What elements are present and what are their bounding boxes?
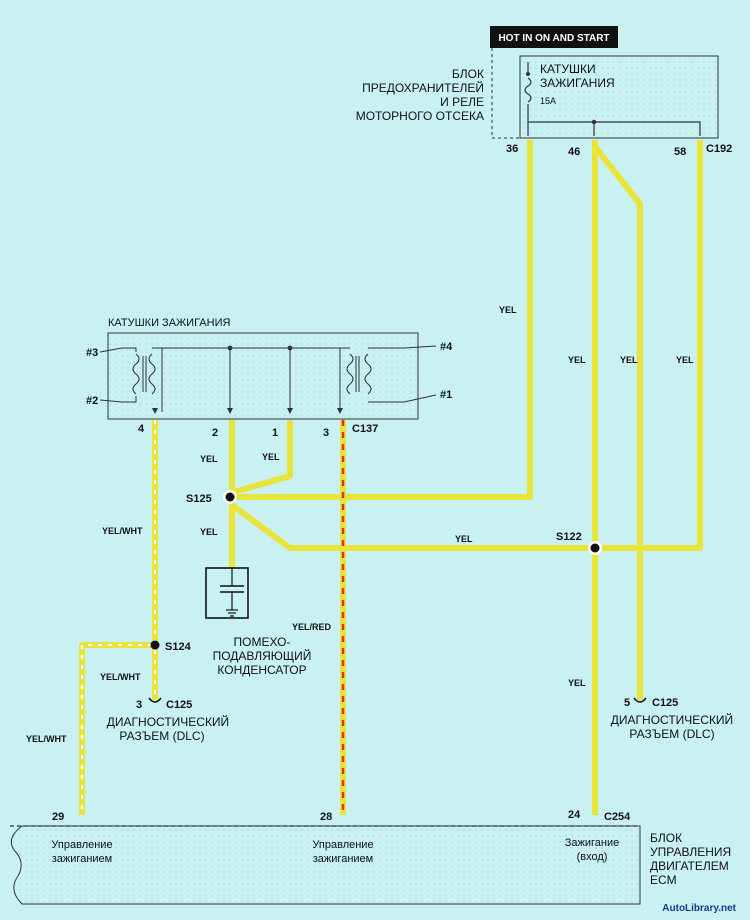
coil-pin-2: 2 (212, 427, 218, 439)
dlc-right-connector: C125 (652, 697, 678, 709)
ecm-label-line4: ECM (650, 873, 677, 887)
capacitor-label-line3: КОНДЕНСАТОР (217, 663, 306, 677)
wire-labels: YEL YEL YEL YEL YEL YEL YEL YEL YEL YEL/… (26, 305, 694, 744)
ecm-pin28-label-line1: Управление (312, 839, 373, 851)
ecm-connector: C254 (604, 811, 631, 823)
label-yel-ecm24: YEL (568, 678, 586, 688)
label-yel-fuse58: YEL (676, 355, 694, 365)
fuse-box-label-line4: МОТОРНОГО ОТСЕКА (356, 109, 484, 123)
power-header: HOT IN ON AND START (490, 26, 618, 48)
coil-pin-1: 1 (272, 427, 278, 439)
power-header-text: HOT IN ON AND START (498, 33, 609, 44)
splice-s125-dot (225, 492, 235, 502)
ecm-pin-28: 28 (320, 811, 332, 823)
label-yel-fuse46: YEL (568, 355, 586, 365)
dlc-right-label-line2: РАЗЪЕМ (DLC) (629, 727, 714, 741)
fuse-pin-58: 58 (674, 146, 686, 158)
dlc-left-label-line2: РАЗЪЕМ (DLC) (119, 729, 204, 743)
ecm-pin24-label-line2: (вход) (577, 851, 608, 863)
fuse-pin-46: 46 (568, 146, 580, 158)
coil-right-primary-icon (346, 353, 354, 395)
dlc-right-label-line1: ДИАГНОСТИЧЕСКИЙ (611, 712, 733, 727)
coil-label-3: #3 (86, 347, 98, 359)
wire-fuse58 (600, 140, 703, 551)
ecm-block: 29 28 24 C254 Управление зажиганием Упра… (10, 809, 641, 905)
label-yel-coil2: YEL (200, 454, 218, 464)
ecm-pin24-label-line1: Зажигание (565, 837, 620, 849)
capacitor (205, 567, 249, 619)
label-yel-dlc-right: YEL (620, 355, 638, 365)
label-yel-wht-dlc: YEL/WHT (100, 672, 141, 682)
fuse-box-label-line3: И РЕЛЕ (440, 95, 484, 109)
ecm-label-line2: УПРАВЛЕНИЯ (650, 845, 731, 859)
fuse-icon (524, 77, 532, 103)
splice-s124-dot (150, 640, 160, 650)
fuse-box: КАТУШКИ ЗАЖИГАНИЯ 15A (491, 48, 719, 139)
coil-right-secondary-icon (364, 353, 372, 395)
fuse-box-label-line2: ПРЕДОХРАНИТЕЛЕЙ (362, 80, 484, 95)
capacitor-label-line2: ПОДАВЛЯЮЩИЙ (213, 648, 312, 663)
label-yel-wht-upper: YEL/WHT (102, 526, 143, 536)
label-yel-cap: YEL (200, 527, 218, 537)
ecm-pin-29: 29 (52, 811, 64, 823)
dlc-right: 5 C125 ДИАГНОСТИЧЕСКИЙ РАЗЪЕМ (DLC) (611, 697, 733, 741)
fuse-connector: C192 (706, 143, 732, 155)
capacitor-label-line1: ПОМЕХО- (234, 635, 291, 649)
coil-label-4: #4 (440, 341, 453, 353)
label-yel-red: YEL/RED (292, 622, 332, 632)
ecm-label-line1: БЛОК (650, 831, 682, 845)
splice-s124-label: S124 (165, 641, 192, 653)
coil-pin-3: 3 (323, 427, 329, 439)
coil-left-secondary-icon (148, 353, 156, 395)
ecm-pin29-label-line2: зажиганием (52, 853, 112, 865)
wire-coil1 (233, 420, 293, 495)
label-yel-fuse36: YEL (499, 305, 517, 315)
wire-fuse36 (232, 140, 533, 500)
dlc-left-connector-icon (148, 697, 162, 703)
fuse-pin-36: 36 (506, 143, 518, 155)
coil-connector: C137 (352, 423, 378, 435)
dlc-left-label-line1: ДИАГНОСТИЧЕСКИЙ (107, 714, 229, 729)
ecm-label-line3: ДВИГАТЕЛЕМ (650, 859, 729, 873)
ecm-label: БЛОК УПРАВЛЕНИЯ ДВИГАТЕЛЕМ ECM (650, 831, 731, 887)
fuse-name-line1: КАТУШКИ (540, 62, 596, 76)
splice-s122-dot (590, 543, 600, 553)
yel-wht-wires (79, 420, 158, 815)
dlc-right-pin: 5 (624, 697, 630, 709)
dlc-left-pin: 3 (136, 699, 142, 711)
splice-s125-label: S125 (186, 493, 212, 505)
dlc-right-connector-icon (633, 697, 647, 703)
splice-s122-label: S122 (556, 531, 582, 543)
ecm-pin29-label-line1: Управление (51, 839, 112, 851)
fuse-rating: 15A (540, 96, 556, 106)
ecm-pin28-label-line2: зажиганием (313, 853, 373, 865)
ecm-pin-24: 24 (568, 809, 581, 821)
fuse-box-label-line1: БЛОК (452, 67, 484, 81)
label-yel-bus: YEL (455, 534, 473, 544)
coil-pack-title: КАТУШКИ ЗАЖИГАНИЯ (108, 317, 230, 329)
wire-s125-to-s122 (230, 502, 592, 551)
coil-left-primary-icon (132, 353, 140, 395)
fuse-name-line2: ЗАЖИГАНИЯ (540, 76, 615, 90)
wire-fuse46-to-dlc (593, 146, 643, 700)
coil-label-1: #1 (440, 389, 452, 401)
fuse-box-label: БЛОК ПРЕДОХРАНИТЕЛЕЙ И РЕЛЕ МОТОРНОГО ОТ… (356, 67, 484, 123)
splices (150, 490, 602, 650)
watermark: AutoLibrary.net (662, 903, 736, 914)
yellow-wires (229, 140, 703, 815)
coil-label-2: #2 (86, 395, 98, 407)
dlc-left: 3 C125 ДИАГНОСТИЧЕСКИЙ РАЗЪЕМ (DLC) (107, 697, 229, 743)
coil-pin-4: 4 (138, 423, 145, 435)
dlc-left-connector: C125 (166, 699, 192, 711)
coil-pack: КАТУШКИ ЗАЖИГАНИЯ #3 #2 #4 #1 (86, 317, 453, 420)
label-yel-coil1: YEL (262, 452, 280, 462)
label-yel-wht-ecm: YEL/WHT (26, 734, 67, 744)
